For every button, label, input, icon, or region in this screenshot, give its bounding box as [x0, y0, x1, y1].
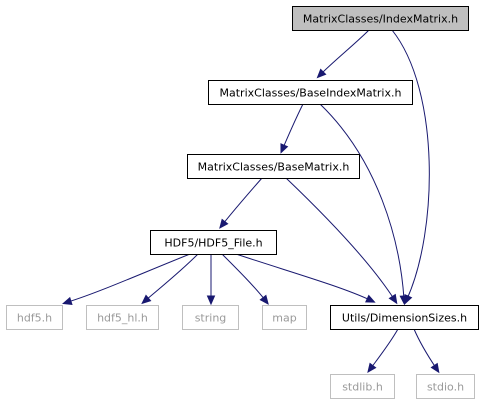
node-index-matrix[interactable]: MatrixClasses/IndexMatrix.h: [292, 6, 469, 31]
node-label: MatrixClasses/BaseIndexMatrix.h: [220, 87, 402, 100]
node-dimension-sizes[interactable]: Utils/DimensionSizes.h: [330, 305, 479, 330]
node-box: [208, 80, 413, 105]
node-label: Utils/DimensionSizes.h: [342, 312, 467, 325]
edge-hdf5_file-to-hdf5: [62, 253, 191, 306]
edge-line: [413, 328, 437, 369]
edge-base_matrix-to-hdf5_file: [219, 177, 263, 229]
node-map: map: [262, 305, 307, 330]
node-box: [330, 305, 479, 330]
edge-arrowhead: [367, 362, 377, 373]
edge-hdf5_file-to-hdf5_hl: [141, 253, 199, 305]
edge-line: [221, 253, 266, 301]
node-box: [187, 154, 360, 179]
edge-arrowhead: [365, 294, 376, 303]
edge-base_index_matrix-to-dimension_sizes: [319, 103, 409, 306]
node-box: [6, 305, 63, 330]
node-stdlib: stdlib.h: [330, 374, 395, 399]
edge-arrowhead: [280, 143, 289, 154]
node-label: hdf5.h: [17, 312, 52, 325]
edge-line: [282, 103, 304, 149]
edge-index_matrix-to-base_index_matrix: [316, 29, 370, 79]
node-label: stdlib.h: [342, 381, 383, 394]
edge-arrowhead: [430, 362, 440, 374]
node-label: HDF5/HDF5_File.h: [164, 237, 262, 250]
node-hdf5-hl: hdf5_hl.h: [86, 305, 159, 330]
edge-base_index_matrix-to-base_matrix: [280, 103, 304, 154]
node-label: map: [272, 312, 296, 325]
edge-line: [222, 177, 263, 225]
edge-arrowhead: [259, 294, 269, 305]
node-hdf5-file[interactable]: HDF5/HDF5_File.h: [150, 230, 277, 255]
node-label: stdio.h: [427, 381, 464, 394]
node-label: hdf5_hl.h: [97, 312, 148, 325]
edge-dimension_sizes-to-stdio: [413, 328, 440, 374]
edge-line: [319, 103, 405, 300]
edge-line: [285, 177, 395, 300]
node-stdio: stdio.h: [416, 374, 475, 399]
node-box: [86, 305, 159, 330]
edge-line: [67, 253, 191, 303]
edge-hdf5_file-to-string: [206, 253, 216, 306]
edge-arrowhead: [206, 295, 216, 306]
edge-arrowhead: [399, 295, 409, 306]
edge-index_matrix-to-dimension_sizes: [391, 29, 430, 305]
edge-arrowhead: [62, 296, 73, 306]
edge-arrowhead: [141, 294, 152, 305]
edges-layer: [62, 29, 440, 374]
edge-hdf5_file-to-map: [221, 253, 269, 305]
edge-line: [145, 253, 199, 301]
node-base-matrix[interactable]: MatrixClasses/BaseMatrix.h: [187, 154, 360, 179]
edge-line: [320, 29, 370, 75]
node-base-index-matrix[interactable]: MatrixClasses/BaseIndexMatrix.h: [208, 80, 413, 105]
node-box: [416, 374, 475, 399]
node-label: MatrixClasses/IndexMatrix.h: [303, 13, 458, 26]
node-label: MatrixClasses/BaseMatrix.h: [198, 161, 350, 174]
node-string: string: [182, 305, 239, 330]
node-label: string: [195, 312, 227, 325]
node-box: [330, 374, 395, 399]
node-box: [262, 305, 307, 330]
edge-line: [391, 29, 430, 300]
node-box: [292, 6, 469, 31]
edge-arrowhead: [388, 293, 398, 305]
edge-arrowhead: [316, 68, 327, 79]
edge-dimension_sizes-to-stdlib: [367, 328, 399, 373]
edge-arrowhead: [219, 218, 229, 229]
edge-line: [370, 328, 399, 369]
edge-base_matrix-to-dimension_sizes: [285, 177, 398, 305]
edge-line: [235, 253, 371, 301]
node-hdf5: hdf5.h: [6, 305, 63, 330]
nodes-layer: MatrixClasses/IndexMatrix.hMatrixClasses…: [6, 6, 479, 399]
edge-hdf5_file-to-dimension_sizes: [235, 253, 376, 303]
node-box: [182, 305, 239, 330]
node-box: [150, 230, 277, 255]
